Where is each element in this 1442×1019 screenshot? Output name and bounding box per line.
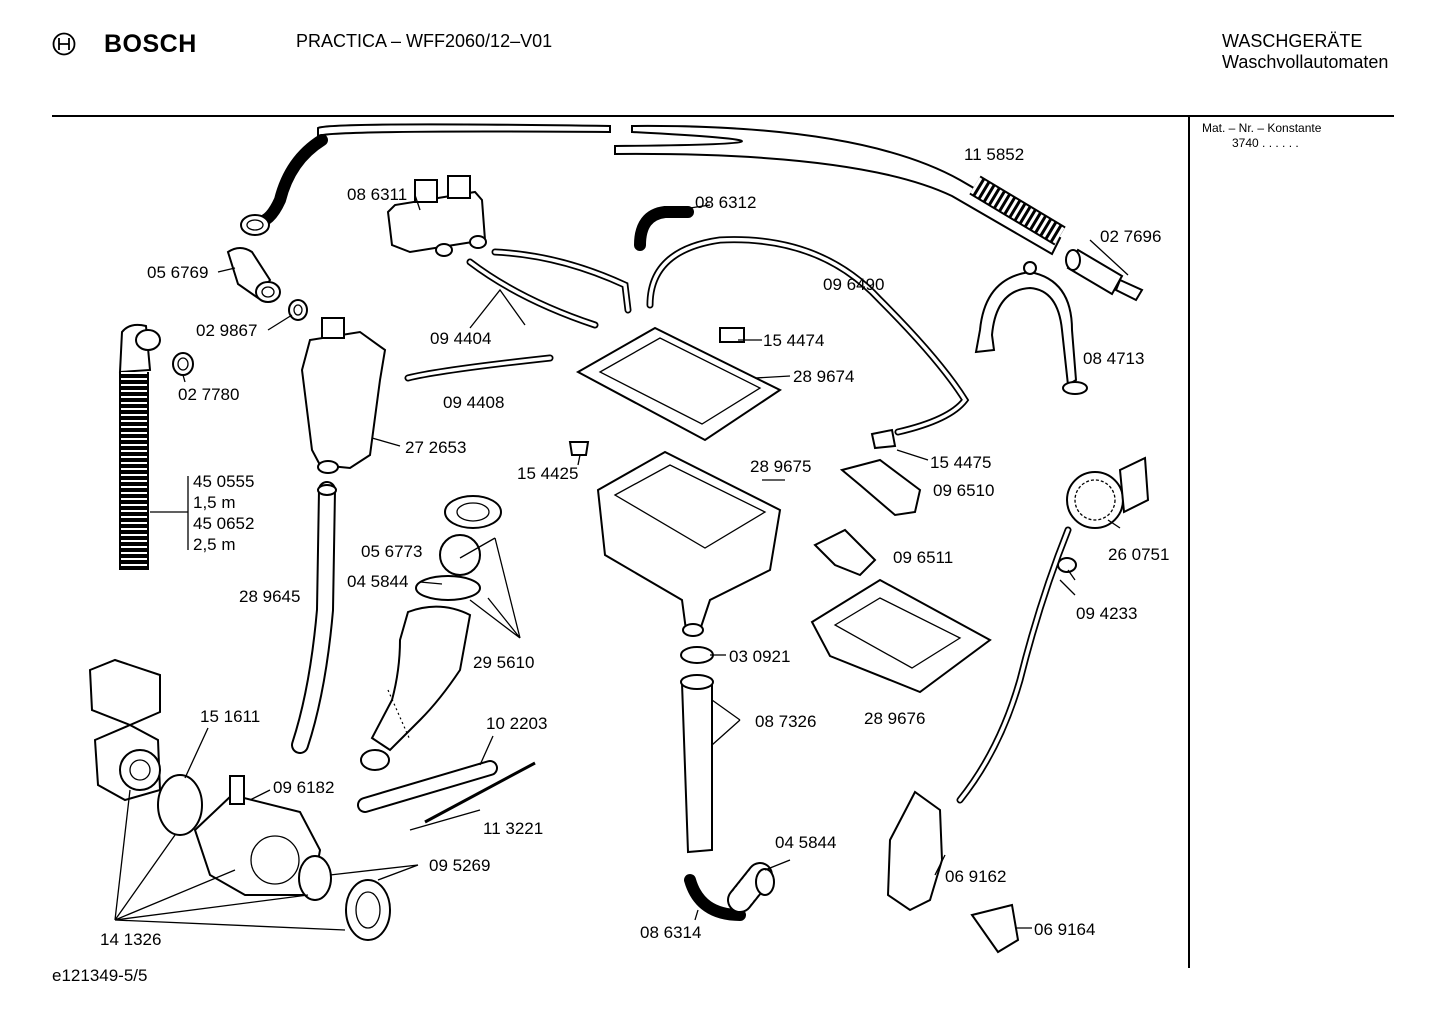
standpipe-part [680, 646, 714, 854]
label-056769: 05 6769 [147, 263, 208, 282]
label-260751: 26 0751 [1108, 545, 1169, 564]
label-154425: 15 4425 [517, 464, 578, 483]
label-045844-b: 04 5844 [775, 833, 836, 852]
label-087326: 08 7326 [755, 712, 816, 731]
detergent-drawer-part [810, 578, 992, 694]
label-272653: 27 2653 [405, 438, 466, 457]
label-141326: 14 1326 [100, 930, 161, 949]
pressure-hose-clip-part [1057, 557, 1077, 573]
label-084713: 08 4713 [1083, 349, 1144, 368]
drain-hose-part [118, 323, 161, 570]
solenoid-valve-part [386, 175, 487, 257]
pump-seal-ring-part [157, 774, 203, 836]
label-056773: 05 6773 [361, 542, 422, 561]
fitting-part [870, 428, 897, 450]
dispenser-cover-part [575, 326, 782, 442]
label-289645: 28 9645 [239, 587, 300, 606]
drawing-code: e121349-5/5 [52, 966, 148, 985]
category-title: WASCHGERÄTE [1222, 31, 1363, 51]
seal-ring-part [288, 299, 308, 321]
label-289676: 28 9676 [864, 709, 925, 728]
label-2-5m: 2,5 m [193, 535, 236, 554]
label-086312: 08 6312 [695, 193, 756, 212]
label-069164: 06 9164 [1034, 920, 1095, 939]
small-elbow-part [634, 206, 694, 251]
label-095269: 09 5269 [429, 856, 490, 875]
label-027780: 02 7780 [178, 385, 239, 404]
label-289675: 28 9675 [750, 457, 811, 476]
dispenser-housing-part [596, 450, 782, 637]
label-154474: 15 4474 [763, 331, 824, 350]
label-094404: 09 4404 [430, 329, 491, 348]
cable-tie-part [424, 761, 536, 824]
leader-lines [114, 194, 1129, 931]
label-045844-a: 04 5844 [347, 572, 408, 591]
label-030921: 03 0921 [729, 647, 790, 666]
label-154475: 15 4475 [930, 453, 991, 472]
header-rule [52, 115, 1394, 117]
nut-ring-part [172, 352, 194, 376]
label-115852: 11 5852 [964, 145, 1024, 164]
label-151611: 15 1611 [200, 707, 260, 726]
label-1-5m: 1,5 m [193, 493, 236, 512]
brand-name: BOSCH [104, 30, 197, 58]
dispenser-flap-part [839, 458, 922, 517]
label-094233: 09 4233 [1076, 604, 1137, 623]
length-bracket [150, 476, 189, 550]
label-096490: 09 6490 [823, 275, 884, 294]
siphon-cap-part [813, 528, 877, 577]
filter-cylinder-part [1065, 248, 1144, 302]
drain-pump-part [88, 658, 162, 802]
model-title: PRACTICA – WFF2060/12–V01 [296, 31, 553, 51]
pressure-chamber-part [886, 790, 944, 912]
small-nozzle-part [568, 441, 590, 456]
label-029867: 02 9867 [196, 321, 257, 340]
bosch-logo-icon [52, 32, 76, 56]
hose-bracket-part [974, 261, 1088, 395]
filter-seal-part [298, 855, 332, 901]
short-hose-part [466, 258, 599, 329]
hose-clamp-part [755, 868, 775, 896]
pump-filter-part [345, 879, 391, 941]
label-086314: 08 6314 [640, 923, 701, 942]
label-450652: 45 0652 [193, 514, 254, 533]
bellows-hose-part [360, 495, 502, 771]
label-096511: 09 6511 [893, 548, 953, 567]
label-069162: 06 9162 [945, 867, 1006, 886]
label-102203: 10 2203 [486, 714, 547, 733]
label-027696: 02 7696 [1100, 227, 1161, 246]
label-094408: 09 4408 [443, 393, 504, 412]
label-289674: 28 9674 [793, 367, 854, 386]
subcategory-title: Waschvollautomaten [1222, 52, 1389, 72]
side-divider [1188, 116, 1190, 968]
elbow-connector-part [226, 247, 281, 303]
outlet-hose-part [684, 862, 773, 921]
material-number-value: 3740 . . . . . . [1232, 136, 1299, 150]
label-086311: 08 6311 [347, 185, 407, 204]
pressure-switch-part [1066, 456, 1150, 529]
air-chamber-part [300, 317, 387, 474]
chamber-cap-part [970, 903, 1020, 954]
material-number-label: Mat. – Nr. – Konstante [1202, 121, 1322, 135]
label-295610: 29 5610 [473, 653, 534, 672]
label-096510: 09 6510 [933, 481, 994, 500]
label-450555: 45 0555 [193, 472, 254, 491]
part-labels: 11 5852 08 6311 08 6312 02 7696 05 6769 … [100, 145, 1169, 949]
inlet-hose-part [240, 123, 1066, 256]
label-113221: 11 3221 [483, 819, 543, 838]
label-096182: 09 6182 [273, 778, 334, 797]
